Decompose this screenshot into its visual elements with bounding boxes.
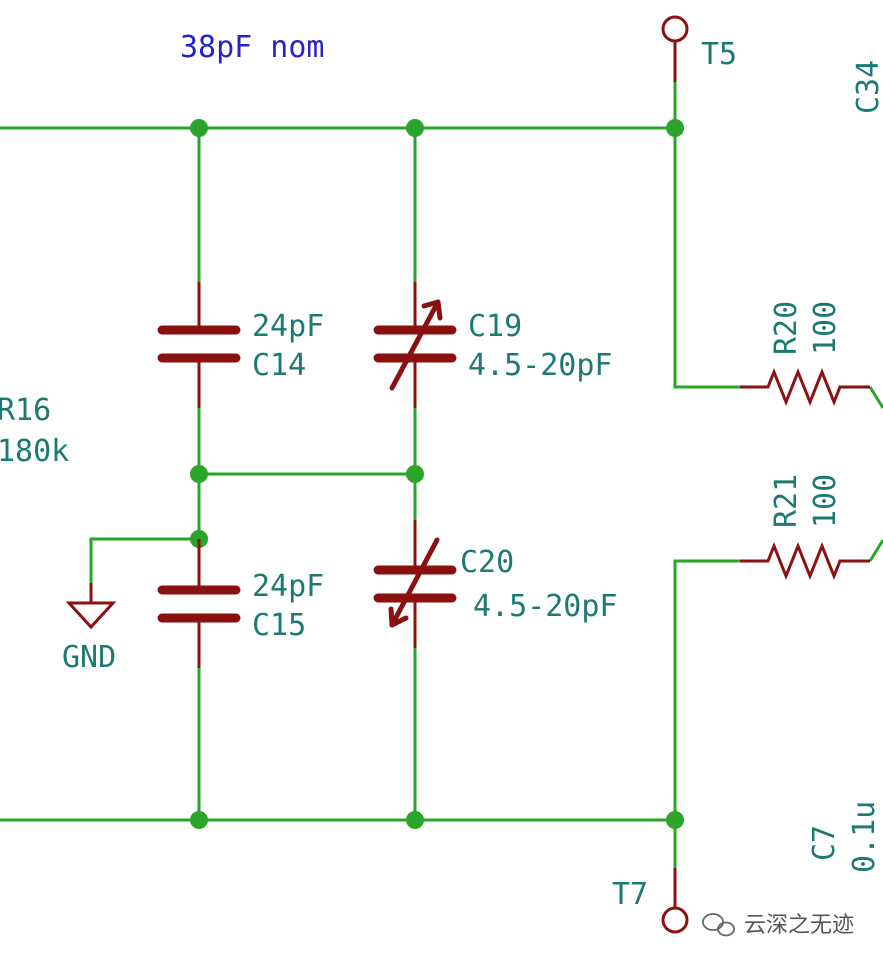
capacitance-annotation: 38pF nom: [180, 30, 325, 65]
r21-to-t7-wire: [673, 559, 740, 820]
components: [65, 15, 870, 934]
c15-ref-label: C15: [252, 608, 306, 643]
c19-variable-capacitor-symbol: [373, 282, 457, 408]
gnd-label: GND: [62, 640, 116, 675]
wires: [0, 82, 883, 868]
junction-dot: [406, 465, 424, 483]
c7-ref-label: C7: [807, 825, 842, 861]
c20-value-label: 4.5-20pF: [473, 589, 618, 624]
r20-resistor-symbol: [740, 367, 870, 407]
c34-ref-label: C34: [851, 60, 883, 114]
r21-ref-label: R21: [769, 474, 804, 528]
c20-ref-label: C20: [460, 545, 514, 580]
gnd-symbol: [65, 583, 117, 630]
c14-ref-label: C14: [252, 348, 306, 383]
wechat-icon: [702, 913, 735, 937]
junction-dot: [406, 811, 424, 829]
watermark-text: 云深之无迹: [744, 913, 854, 938]
c15-capacitor-symbol: [157, 539, 241, 668]
r20-ref-label: R20: [769, 301, 804, 355]
r16-value-label: 180k: [0, 434, 69, 469]
c20-variable-capacitor-symbol: [373, 520, 457, 648]
r21-out-wire: [868, 539, 883, 562]
r21-value-label: 100: [808, 474, 843, 528]
c14-capacitor-symbol: [157, 282, 241, 408]
r21-resistor-symbol: [740, 541, 870, 581]
t5-label: T5: [701, 37, 737, 72]
r16-ref-label: R16: [0, 393, 51, 428]
junction-dot: [666, 119, 684, 137]
t5-to-r20-wire: [673, 128, 740, 389]
c15-value-label: 24pF: [252, 569, 324, 604]
junction-dot: [190, 119, 208, 137]
c19-ref-label: C19: [468, 309, 522, 344]
c19-value-label: 4.5-20pF: [468, 348, 613, 383]
junction-dot: [190, 465, 208, 483]
watermark: 云深之无迹: [702, 913, 854, 938]
c14-value-label: 24pF: [252, 309, 324, 344]
t7-terminal-symbol: [661, 868, 689, 934]
junction-dot: [666, 811, 684, 829]
junctions: [190, 119, 684, 829]
junction-dot: [406, 119, 424, 137]
gnd-wire: [89, 537, 199, 583]
c7-value-label: 0.1u: [847, 801, 882, 873]
t7-label: T7: [612, 877, 648, 912]
r20-value-label: 100: [808, 301, 843, 355]
t5-terminal-symbol: [661, 15, 689, 82]
junction-dot: [190, 811, 208, 829]
r20-out-wire: [868, 386, 883, 409]
